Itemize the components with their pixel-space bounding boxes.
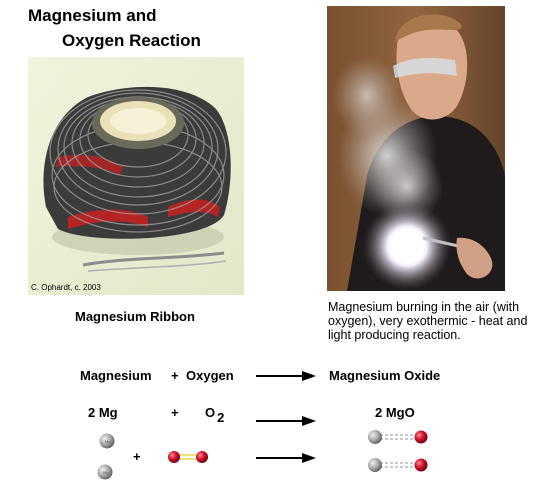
molecule-plus: + <box>133 449 141 464</box>
ribbon-caption: Magnesium Ribbon <box>75 309 195 324</box>
burning-magnesium-photo <box>327 6 505 291</box>
oxygen-subscript: 2 <box>217 410 225 425</box>
title-line-1: Magnesium and <box>28 6 157 25</box>
gray-sphere-icon: Mg <box>97 464 113 480</box>
gray-sphere-icon: Mg <box>99 433 115 449</box>
word-plus: + <box>171 368 179 383</box>
formula-product-mgo: 2 MgO <box>375 405 415 420</box>
word-product-magnesium-oxide: Magnesium Oxide <box>329 368 441 383</box>
gray-red-molecule-icon <box>368 430 428 444</box>
oxygen-symbol: O <box>205 405 216 420</box>
red-diatomic-molecule-icon <box>168 451 208 463</box>
word-reactant-oxygen: Oxygen <box>186 368 234 383</box>
photo-credit: C. Ophardt, c. 2003 <box>31 283 101 292</box>
mg-atom-label: Mg <box>105 439 111 444</box>
arrow-right-icon <box>256 416 316 426</box>
mg-atom-label: Mg <box>103 470 109 475</box>
gray-red-molecule-icon <box>368 458 428 472</box>
formula-reactant-mg: 2 Mg <box>88 405 118 420</box>
molecule-diagram: Mg Mg + <box>97 430 428 480</box>
formula-plus: + <box>171 405 179 420</box>
word-reactant-magnesium: Magnesium <box>80 368 152 383</box>
arrow-right-icon <box>256 371 316 381</box>
title-line-2: Oxygen Reaction <box>62 31 201 50</box>
burning-caption: Magnesium burning in the air (with oxyge… <box>328 300 528 342</box>
magnesium-ribbon-photo: C. Ophardt, c. 2003 <box>28 57 244 295</box>
arrow-right-icon <box>256 453 316 463</box>
